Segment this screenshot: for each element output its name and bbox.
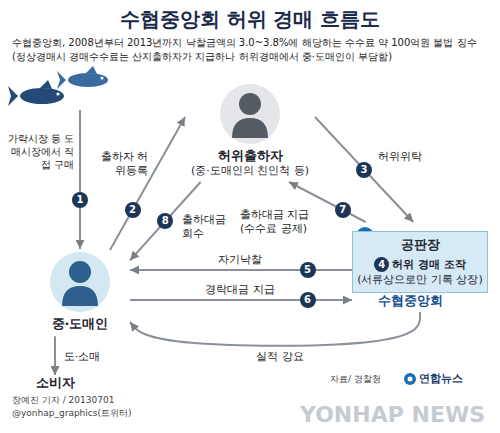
arrow-label: 출하자 허위등록 [94, 150, 150, 178]
node-text: (서류상으로만 기록 상장) [357, 273, 483, 287]
person-icon [50, 252, 110, 312]
callout-number: 3 [356, 162, 372, 178]
node-text: 중·도매인 [30, 316, 130, 332]
fish-tail [8, 86, 18, 106]
actor-node: 소비자 [30, 375, 80, 393]
subtitle-block: 수협중앙회, 2008년부터 2013년까지 낙찰금액의 3.0~3.8%에 해… [12, 36, 492, 63]
node-text: 허위출하자 [185, 148, 315, 164]
flow-arrow [130, 299, 352, 301]
actor-node: 허위출하자(중·도매인의 친인척 등) [185, 82, 315, 182]
icon-body [232, 118, 268, 138]
node-text: (중·도매인의 친인척 등) [185, 164, 315, 178]
arrow-label: 출하대금 지급 (수수료 공제) [238, 208, 324, 236]
fish-tail [57, 71, 66, 89]
icon-head [69, 261, 91, 283]
fish-eye [56, 92, 59, 95]
arrow-label: 경락대금 지급 [192, 283, 288, 297]
flow-arrow [54, 336, 56, 375]
icon-body [62, 286, 98, 306]
callout-number: 4 [374, 257, 389, 272]
fish-fin [86, 66, 97, 74]
fish-eye [101, 77, 104, 80]
actor-node: 중·도매인 [30, 250, 130, 336]
fish-fin [40, 80, 52, 89]
callout-number: 1 [72, 192, 88, 208]
icon-ground [50, 252, 110, 312]
purchase-arrow [79, 110, 81, 249]
callout-number: 6 [300, 292, 316, 308]
person-icon [220, 84, 280, 144]
arrow-label: 도·소매 [62, 350, 112, 364]
market-panel: 공판장 4허위 경매 조작 (서류상으로만 기록 상장) [352, 231, 488, 293]
market-box: 공판장 4허위 경매 조작 (서류상으로만 기록 상장) 수협중앙회 [352, 222, 488, 312]
logo-dot [408, 377, 413, 382]
byline: @yonhap_graphics(트위터) [12, 407, 131, 420]
fish-body [68, 73, 108, 87]
callout-number: 7 [335, 202, 351, 218]
flow-arrow [130, 269, 352, 271]
route-note: 가락시장 등 도매시장에서 직접 구매 [6, 132, 74, 171]
node-text: 공판장 [357, 237, 483, 254]
node-text: 수협중앙회 [352, 293, 488, 310]
arrow-label: 허위위탁 [376, 150, 448, 164]
byline: 장예진 기자 / 20130701 [12, 394, 114, 407]
icon-head [239, 93, 261, 115]
callout-number: 8 [157, 213, 173, 229]
node-text: 소비자 [30, 375, 80, 391]
arrow-label: 실적 강요 [240, 350, 320, 364]
watermark: YONHAP NEWS [300, 402, 485, 427]
logo-circle [404, 373, 416, 385]
yonhap-logo [404, 373, 416, 385]
arrow-label: 자기낙찰 [200, 253, 280, 267]
diagram-title: 수협중앙회 허위 경매 흐름도 [0, 6, 500, 33]
fish-illustration [8, 66, 108, 106]
flow-arrow [130, 312, 420, 346]
arrow-label: 출하대금 회수 [180, 213, 232, 241]
callout-number: 5 [300, 262, 316, 278]
icon-ground [220, 84, 280, 144]
source-note: 자료/ 경찰청 [330, 373, 381, 386]
node-text: 허위 경매 조작 [392, 258, 466, 271]
subtitle-text: 수협중앙회, 2008년부터 2013년까지 낙찰금액의 3.0~3.8%에 해… [12, 36, 492, 50]
subtitle-note: (정상경매시 경매수수료는 산지출하자가 지급하나 허위경매에서 중·도매인이 … [12, 50, 492, 64]
callout-number: 2 [125, 202, 141, 218]
flow-arrow [315, 117, 413, 222]
fish-body [20, 88, 64, 104]
agency-name: 연합뉴스 [419, 371, 463, 386]
flow-arrow [110, 117, 185, 250]
